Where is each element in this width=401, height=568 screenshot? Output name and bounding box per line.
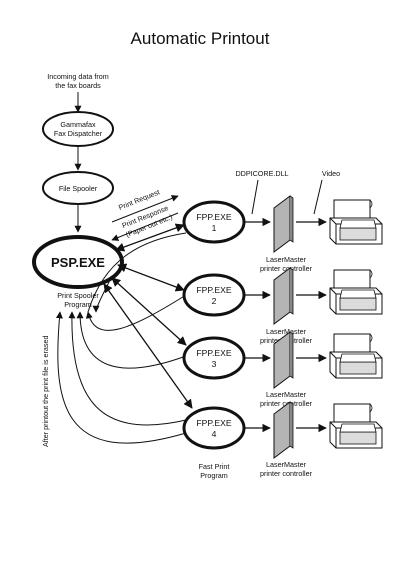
video-label: Video: [322, 169, 340, 178]
page-title: Automatic Printout: [131, 29, 270, 48]
erase-curve-5: [55, 311, 187, 444]
dispatcher-label-2: Fax Dispatcher: [54, 129, 103, 138]
controller-4-label-2: printer controller: [260, 469, 313, 478]
fpp-3-node: [182, 336, 246, 380]
erase-curve-4: [68, 311, 187, 426]
controller-1-label: LaserMaster: [266, 255, 307, 264]
erase-curve-3: [76, 311, 187, 369]
erase-curve-2: [85, 294, 187, 331]
psp-exe-label: PSP.EXE: [51, 255, 105, 270]
fpp-row-3: FPP.EXE 3 LaserMaster printer controller: [182, 331, 383, 408]
fpp-1-name: FPP.EXE: [196, 212, 231, 222]
printer-4-icon: [329, 403, 383, 449]
ddpicore-label: DDPICORE.DLL: [235, 169, 288, 178]
controller-3-label-2: printer controller: [260, 399, 313, 408]
fpp-2-number: 2: [212, 296, 217, 306]
fpp-4-node: [182, 406, 246, 450]
psp-caption: Print Spooler: [57, 291, 99, 300]
fpp-row-2: FPP.EXE 2 LaserMaster printer controller: [182, 267, 383, 345]
fpp-4-name: FPP.EXE: [196, 418, 231, 428]
fpp-3-number: 3: [212, 359, 217, 369]
erased-note: After printout the print file is erased: [41, 336, 50, 447]
dispatcher-label: Gammafax: [60, 120, 96, 129]
controller-1-label-2: printer controller: [260, 264, 313, 273]
print-request-arrow: [111, 195, 179, 223]
fpp-row-1: FPP.EXE 1 LaserMaster printer controller: [182, 195, 383, 273]
psp-fpp1-link: [115, 223, 185, 252]
printer-2-icon: [329, 269, 383, 315]
incoming-data-label-2: the fax boards: [55, 81, 101, 90]
controller-1-board: [273, 195, 294, 253]
printer-1-icon: [329, 199, 383, 245]
fpp-4-number: 4: [212, 429, 217, 439]
fast-print-caption: Fast Print: [199, 462, 230, 471]
fpp-2-name: FPP.EXE: [196, 285, 231, 295]
fpp-3-name: FPP.EXE: [196, 348, 231, 358]
fast-print-caption-2: Program: [200, 471, 228, 480]
controller-3-label: LaserMaster: [266, 390, 307, 399]
controller-2-label: LaserMaster: [266, 327, 307, 336]
psp-fpp2-link: [117, 263, 185, 292]
file-spooler-label: File Spooler: [59, 184, 98, 193]
controller-4-board: [273, 401, 294, 459]
controller-2-board: [273, 267, 294, 325]
ddpicore-pointer: [251, 179, 259, 215]
fpp-row-4: FPP.EXE 4 LaserMaster printer controller…: [182, 401, 383, 480]
incoming-data-label: Incoming data from: [47, 72, 109, 81]
controller-4-label: LaserMaster: [266, 460, 307, 469]
fpp-2-node: [182, 273, 246, 317]
erase-curve-1: [87, 232, 187, 313]
video-pointer: [313, 179, 323, 215]
fpp-1-number: 1: [212, 223, 217, 233]
erase-curve-6: [92, 279, 111, 313]
psp-fpp4-link: [103, 283, 193, 409]
psp-caption-2: Program: [64, 300, 92, 309]
fpp-1-node: [182, 200, 246, 244]
psp-exe-node: [32, 235, 124, 289]
printer-3-icon: [329, 333, 383, 379]
